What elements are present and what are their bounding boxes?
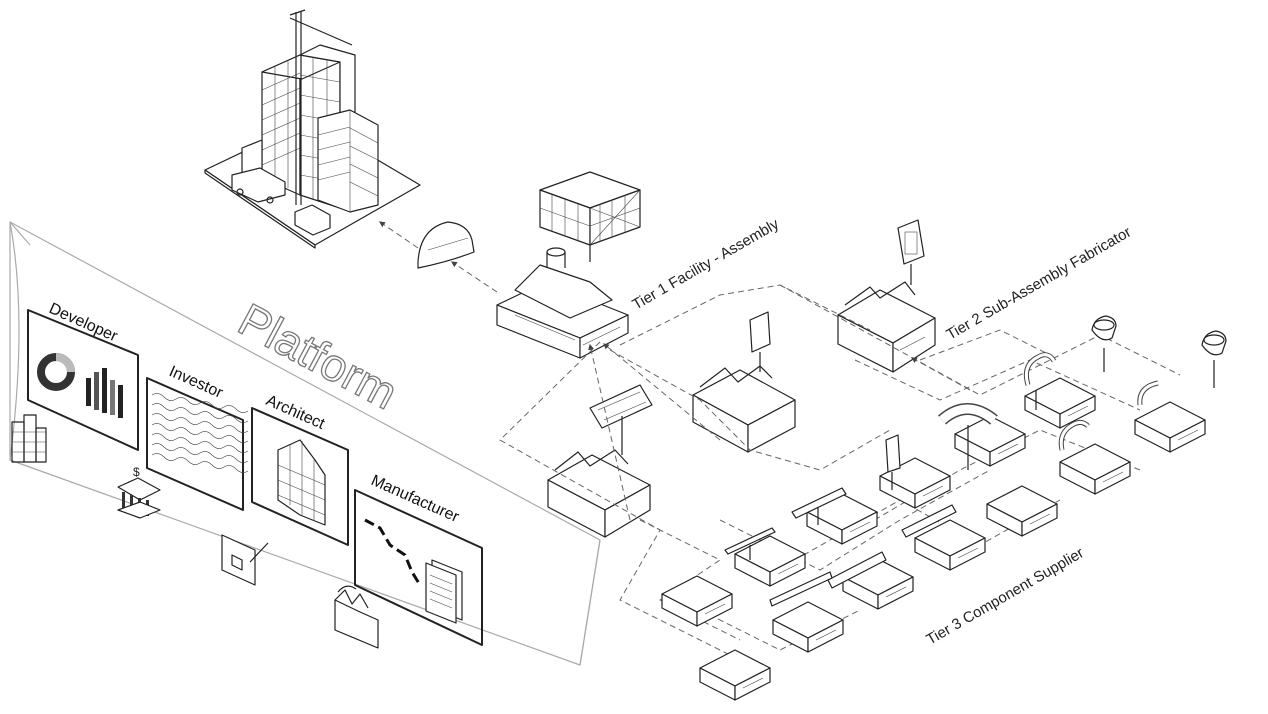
- tier2-panel-icon: [897, 219, 925, 285]
- tier3-supplier-box: [1059, 443, 1131, 495]
- investor-card: Investor: [146, 363, 249, 511]
- hard-hat-icon: [417, 221, 475, 269]
- tier1-module-unit-icon: [539, 171, 641, 262]
- tier3-supplier-box: [699, 649, 771, 701]
- pipe-bend-icon: [1023, 352, 1057, 410]
- documents-icon: [425, 559, 463, 624]
- tier1-label: Tier 1 Facility - Assembly: [630, 215, 783, 313]
- toilet-icon: [1201, 330, 1227, 388]
- blueprint-pen-icon: [221, 534, 269, 586]
- architect-card: Architect: [251, 392, 349, 546]
- steel-beam-icon: [791, 487, 847, 525]
- toilet-icon: [1091, 315, 1117, 372]
- city-buildings-icon: [11, 414, 47, 463]
- sub-fabricator-a: [692, 311, 796, 453]
- tier3-supplier-box: [734, 535, 806, 587]
- steel-beam-icon: [827, 551, 887, 589]
- pipe-bend-icon: [1137, 380, 1159, 406]
- factory-icon: [334, 585, 379, 649]
- platform-title: Platform: [230, 293, 406, 419]
- tier1-facility-building: [496, 247, 629, 359]
- steel-beam-icon: [769, 571, 833, 607]
- tier3-supplier-box: [1024, 377, 1096, 429]
- investor-label: Investor: [166, 363, 226, 402]
- process-flow-icon: [364, 518, 422, 586]
- sub-fabricator-b: [547, 384, 653, 538]
- steel-beam-icon: [901, 504, 957, 538]
- wave-pattern-icon: [151, 393, 249, 473]
- arch-segment-icon: [938, 403, 998, 470]
- tier3-supplier-box: [914, 519, 986, 571]
- tier3-supplier-box: [954, 415, 1026, 467]
- donut-chart-icon: [37, 353, 75, 391]
- construction-site: [204, 9, 421, 249]
- tier3-supplier-box: [772, 601, 844, 653]
- platform-panel: [9, 221, 601, 666]
- bar-chart-icon: [86, 368, 123, 418]
- bank-icon: [117, 477, 161, 519]
- bank-dollar-symbol: $: [133, 465, 140, 479]
- tier2-factory-building: [837, 281, 936, 373]
- tier3-supplier-box: [986, 485, 1058, 537]
- steel-beam-icon: [724, 527, 776, 560]
- stepped-building-icon: [277, 439, 326, 526]
- tier3-supplier-box: [1134, 401, 1206, 453]
- tier3-suppliers: [661, 377, 1206, 701]
- tier3-supplier-box: [661, 575, 733, 627]
- door-panel-icon: [885, 434, 901, 490]
- pipe-bend-icon: [1058, 419, 1090, 451]
